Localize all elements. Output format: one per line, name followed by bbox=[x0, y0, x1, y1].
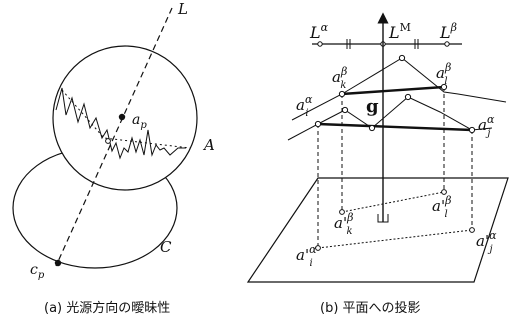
beta-polyline bbox=[291, 57, 507, 121]
axis-foot bbox=[377, 214, 389, 223]
label-a-p: ap bbox=[132, 112, 147, 131]
point-proj-i bbox=[315, 245, 321, 251]
label-l-m: LM bbox=[388, 21, 411, 42]
label-l: L bbox=[177, 0, 188, 18]
label-c: C bbox=[160, 238, 172, 256]
panel-a: L ap A C cp (a) 光源方向の曖昧性 bbox=[12, 0, 215, 316]
point-proj-l bbox=[441, 189, 447, 195]
dotted-secant bbox=[61, 89, 191, 149]
jagged-curve bbox=[55, 87, 186, 160]
top-point-alpha bbox=[317, 41, 323, 47]
point-a-j-alpha bbox=[468, 126, 476, 134]
proj-segment-alpha bbox=[317, 229, 473, 249]
label-g: g bbox=[366, 96, 379, 117]
point-proj-j bbox=[469, 227, 475, 233]
point-c-p bbox=[54, 259, 62, 267]
point-a-p bbox=[118, 113, 126, 121]
point-small-open bbox=[105, 138, 111, 144]
line-l bbox=[55, 7, 173, 267]
alpha-polyline bbox=[287, 96, 493, 141]
point-alpha-mid bbox=[341, 106, 349, 114]
beta-segment-bold bbox=[341, 85, 445, 96]
proj-segment-beta bbox=[341, 191, 445, 213]
label-l-alpha: Lα bbox=[309, 21, 329, 42]
label-a: A bbox=[202, 136, 215, 154]
point-beta-apex bbox=[398, 54, 406, 62]
projection-plane bbox=[246, 177, 509, 283]
point-proj-k bbox=[339, 209, 345, 215]
alpha-segment-bold bbox=[317, 122, 473, 132]
label-l-beta: Lβ bbox=[439, 21, 457, 42]
top-point-beta bbox=[444, 41, 450, 47]
caption-a: (a) 光源方向の曖昧性 bbox=[44, 300, 170, 316]
point-a-l-beta bbox=[440, 83, 448, 91]
point-a-k-beta bbox=[338, 90, 346, 98]
label-c-p: cp bbox=[30, 262, 45, 281]
point-a-i-alpha bbox=[314, 120, 322, 128]
point-alpha-left bbox=[368, 124, 376, 132]
point-alpha-apex bbox=[404, 93, 412, 101]
caption-b: (b) 平面への投影 bbox=[320, 300, 421, 316]
